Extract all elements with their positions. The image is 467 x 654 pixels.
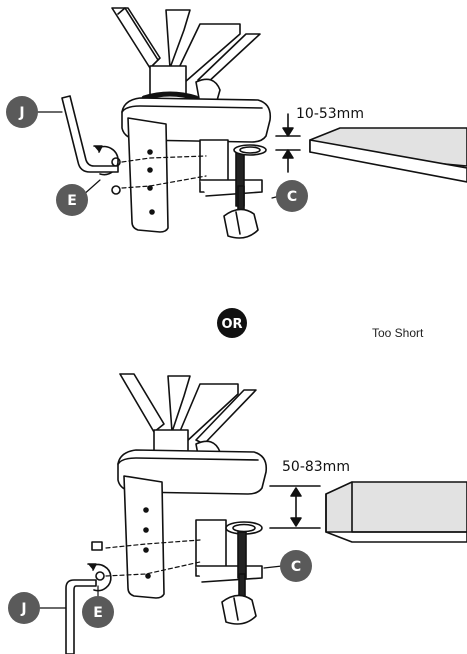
bottom-badge-c: C bbox=[280, 550, 312, 582]
bottom-clamp-bracket bbox=[195, 519, 263, 625]
top-badge-c: C bbox=[276, 180, 308, 212]
top-badge-e-letter: E bbox=[67, 193, 77, 209]
bottom-alignment-lines bbox=[105, 539, 201, 577]
top-badge-j: J bbox=[6, 96, 38, 128]
bottom-badge-j: J bbox=[8, 592, 40, 624]
bottom-assembly bbox=[39, 373, 467, 654]
bottom-badge-c-letter: C bbox=[291, 559, 301, 575]
top-washer-icon bbox=[93, 145, 119, 176]
bottom-dimension-arrows bbox=[269, 485, 321, 529]
bottom-desk bbox=[325, 481, 467, 543]
bottom-badge-e-letter: E bbox=[93, 605, 103, 621]
top-clamp-bracket bbox=[199, 139, 267, 239]
bottom-badge-j-letter: J bbox=[20, 601, 26, 617]
bottom-washer-icon bbox=[87, 563, 112, 592]
top-badge-c-letter: C bbox=[287, 189, 297, 205]
bottom-mounting-plate bbox=[123, 475, 165, 599]
or-badge: OR bbox=[217, 308, 247, 338]
top-arm bbox=[111, 7, 261, 105]
top-mounting-plate bbox=[127, 117, 169, 233]
top-assembly bbox=[37, 7, 467, 239]
top-alignment-lines bbox=[121, 155, 207, 189]
bottom-dimension-label: 50-83mm bbox=[282, 459, 350, 475]
top-desk bbox=[309, 127, 467, 183]
or-badge-text: OR bbox=[221, 317, 242, 332]
top-screws bbox=[111, 157, 121, 195]
top-badge-j-letter: J bbox=[18, 105, 24, 121]
top-badge-e: E bbox=[56, 184, 88, 216]
bottom-hex-key bbox=[65, 579, 97, 654]
bottom-badge-e: E bbox=[82, 596, 114, 628]
bottom-screws bbox=[91, 541, 105, 581]
top-hex-key bbox=[61, 95, 119, 173]
too-short-note: Too Short bbox=[372, 326, 424, 340]
top-dimension-label: 10-53mm bbox=[296, 106, 364, 122]
top-dimension-arrows bbox=[275, 113, 301, 173]
